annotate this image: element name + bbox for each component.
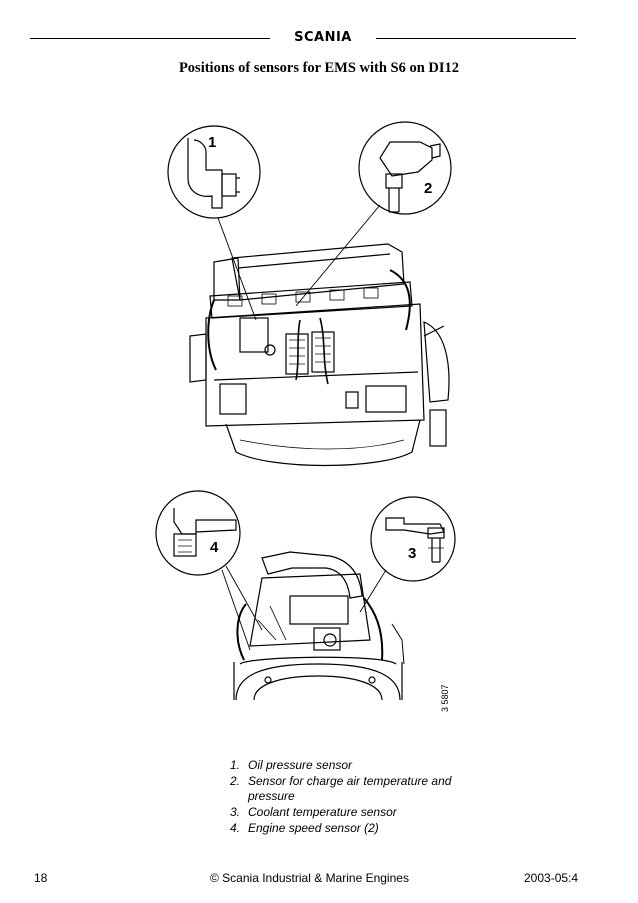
callout-number-1: 1: [208, 134, 216, 151]
callout-number-3: 3: [408, 545, 416, 562]
legend-item-number: 1.: [230, 758, 241, 772]
legend-item-text: Oil pressure sensor: [248, 758, 353, 772]
legend-item-number: 3.: [230, 805, 241, 819]
copyright-notice: © Scania Industrial & Marine Engines: [210, 871, 409, 885]
legend-item-number: 4.: [230, 821, 241, 835]
engine-side-view: [189, 243, 450, 467]
page-number: 18: [34, 871, 48, 885]
header-rule-right: [376, 38, 576, 39]
brand-logo: SCANIA: [294, 30, 352, 45]
legend-item-text: Sensor for charge air temperature and pr…: [248, 774, 452, 803]
callout-number-2: 2: [424, 180, 432, 197]
legend-item: 1. Oil pressure sensor: [230, 758, 458, 773]
document-date: 2003-05:4: [524, 871, 579, 885]
page-title: Positions of sensors for EMS with S6 on …: [178, 60, 460, 76]
coolant-sensor-callout: [370, 496, 456, 582]
sensor-legend: 1. Oil pressure sensor 2. Sensor for cha…: [230, 758, 458, 837]
oil-pressure-sensor-callout: [167, 125, 261, 219]
legend-item: 3. Coolant temperature sensor: [230, 805, 458, 820]
legend-item-text: Coolant temperature sensor: [248, 805, 397, 819]
legend-item-number: 2.: [230, 774, 241, 788]
engine-front-view: [233, 551, 405, 701]
engine-speed-sensor-callout: [155, 490, 241, 576]
header-rule-left: [30, 38, 270, 39]
callout-number-4: 4: [210, 539, 219, 556]
legend-item-text: Engine speed sensor (2): [248, 821, 379, 835]
figure-reference: 3 5807: [440, 684, 450, 712]
legend-item: 4. Engine speed sensor (2): [230, 821, 458, 836]
legend-item: 2. Sensor for charge air temperature and…: [230, 774, 458, 804]
charge-air-sensor-callout: [358, 121, 452, 215]
